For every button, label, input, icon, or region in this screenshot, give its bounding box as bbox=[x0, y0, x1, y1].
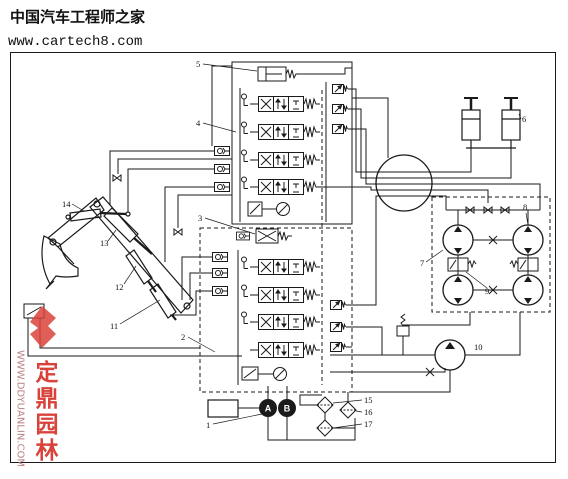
check-valve-icon bbox=[112, 174, 122, 182]
valve-3 bbox=[236, 228, 292, 244]
label-13: 13 bbox=[100, 238, 109, 248]
brand-logo-icon bbox=[30, 306, 56, 348]
check-valve-icon bbox=[173, 228, 183, 236]
control-valve-section bbox=[250, 96, 320, 112]
pilot-cylinder-5 bbox=[257, 66, 352, 82]
cylinder-6-left bbox=[461, 109, 481, 141]
relief-valve bbox=[330, 300, 346, 310]
check-valve-icon bbox=[483, 206, 493, 214]
label-1: 1 bbox=[206, 420, 210, 430]
relief-valve bbox=[330, 322, 346, 332]
travel-motor-group bbox=[431, 196, 551, 313]
motor-direction-arrows bbox=[454, 226, 532, 304]
valve-9-right bbox=[509, 257, 539, 272]
check-valve bbox=[212, 286, 228, 296]
label-14: 14 bbox=[62, 199, 71, 209]
pump-a-label: A bbox=[265, 404, 272, 414]
lower-valve-block-outline bbox=[199, 227, 353, 393]
travel-motor-box bbox=[431, 196, 551, 313]
diagram-frame bbox=[10, 52, 556, 463]
pivot-pin bbox=[183, 302, 191, 310]
check-valve bbox=[214, 164, 230, 174]
cylinder-14 bbox=[65, 208, 131, 222]
relief-valve bbox=[332, 124, 348, 134]
excavator-arm bbox=[23, 174, 194, 321]
control-valve-section bbox=[250, 259, 320, 275]
site-name-watermark: 中国汽车工程师之家 bbox=[10, 8, 145, 26]
cylinder-12 bbox=[125, 249, 157, 293]
label-15: 15 bbox=[364, 395, 373, 405]
stick bbox=[47, 197, 105, 248]
control-valve-section bbox=[250, 287, 320, 303]
label-11: 11 bbox=[110, 321, 118, 331]
pilot-check-symbol bbox=[241, 256, 248, 269]
pump-10 bbox=[434, 339, 466, 371]
label-16: 16 bbox=[364, 407, 373, 417]
lower-multiway-valve-block bbox=[199, 90, 353, 393]
site-url-watermark: www.cartech8.com bbox=[8, 34, 142, 50]
label-9: 9 bbox=[485, 286, 489, 296]
cylinder-13 bbox=[103, 207, 153, 255]
hydraulic-lines bbox=[27, 88, 541, 441]
center-rotary-joint bbox=[375, 154, 433, 212]
filter-16 bbox=[339, 401, 357, 419]
filter-15 bbox=[316, 396, 334, 414]
label-7: 7 bbox=[420, 258, 424, 268]
check-valve bbox=[212, 252, 228, 262]
upper-block-flow-valve bbox=[247, 201, 290, 217]
pilot-check-symbol bbox=[241, 176, 248, 189]
check-valve-icon bbox=[500, 206, 510, 214]
pilot-check-symbol bbox=[241, 149, 248, 162]
pilot-check-symbol bbox=[241, 311, 248, 324]
valve-9-left bbox=[447, 257, 477, 272]
bucket bbox=[41, 235, 79, 286]
pilot-check-symbol bbox=[241, 93, 248, 106]
label-12: 12 bbox=[115, 282, 124, 292]
pump-b-label: B bbox=[284, 404, 291, 414]
check-valve-icon bbox=[465, 206, 475, 214]
control-valve-section bbox=[250, 124, 320, 140]
upper-valve-block-outline bbox=[231, 61, 353, 225]
pilot-check-symbol bbox=[241, 284, 248, 297]
pump-a bbox=[259, 399, 277, 417]
check-valve bbox=[214, 182, 230, 192]
check-valve bbox=[236, 231, 250, 241]
filters bbox=[316, 396, 357, 437]
relief-valve bbox=[332, 104, 348, 114]
boom bbox=[89, 196, 194, 314]
cylinder-6-right bbox=[501, 109, 521, 141]
side-brand-watermark: 定鼎园林 bbox=[31, 359, 59, 464]
relief-valve-10 bbox=[396, 313, 410, 337]
pilot-check-symbol bbox=[241, 121, 248, 134]
label-17: 17 bbox=[364, 419, 373, 429]
filter-17 bbox=[316, 419, 334, 437]
cylinder-11 bbox=[149, 283, 177, 321]
label-6: 6 bbox=[522, 114, 526, 124]
label-2: 2 bbox=[181, 332, 185, 342]
label-10: 10 bbox=[474, 342, 483, 352]
label-4: 4 bbox=[196, 118, 201, 128]
control-valve-section bbox=[250, 152, 320, 168]
upper-multiway-valve-block bbox=[211, 61, 353, 225]
cylinders-6 bbox=[461, 97, 521, 149]
label-8: 8 bbox=[523, 202, 527, 212]
bucket-teeth bbox=[45, 280, 55, 290]
control-valve-section bbox=[250, 314, 320, 330]
control-valve-section bbox=[250, 179, 320, 195]
label-3: 3 bbox=[198, 213, 202, 223]
engine-box-1 bbox=[207, 399, 239, 418]
check-valve bbox=[214, 146, 230, 156]
side-url-watermark: WWW.DDYUANLIN.COM bbox=[15, 350, 26, 467]
lower-block-flow-valve bbox=[241, 366, 287, 381]
leader-lines bbox=[71, 63, 529, 429]
pump-b bbox=[278, 399, 296, 417]
relief-valve bbox=[332, 84, 348, 94]
pivot-pin bbox=[49, 238, 57, 246]
relief-valve bbox=[330, 342, 346, 352]
control-valve-section bbox=[250, 342, 320, 358]
pivot-pin bbox=[93, 200, 101, 208]
label-5: 5 bbox=[196, 59, 200, 69]
check-valve bbox=[212, 268, 228, 278]
